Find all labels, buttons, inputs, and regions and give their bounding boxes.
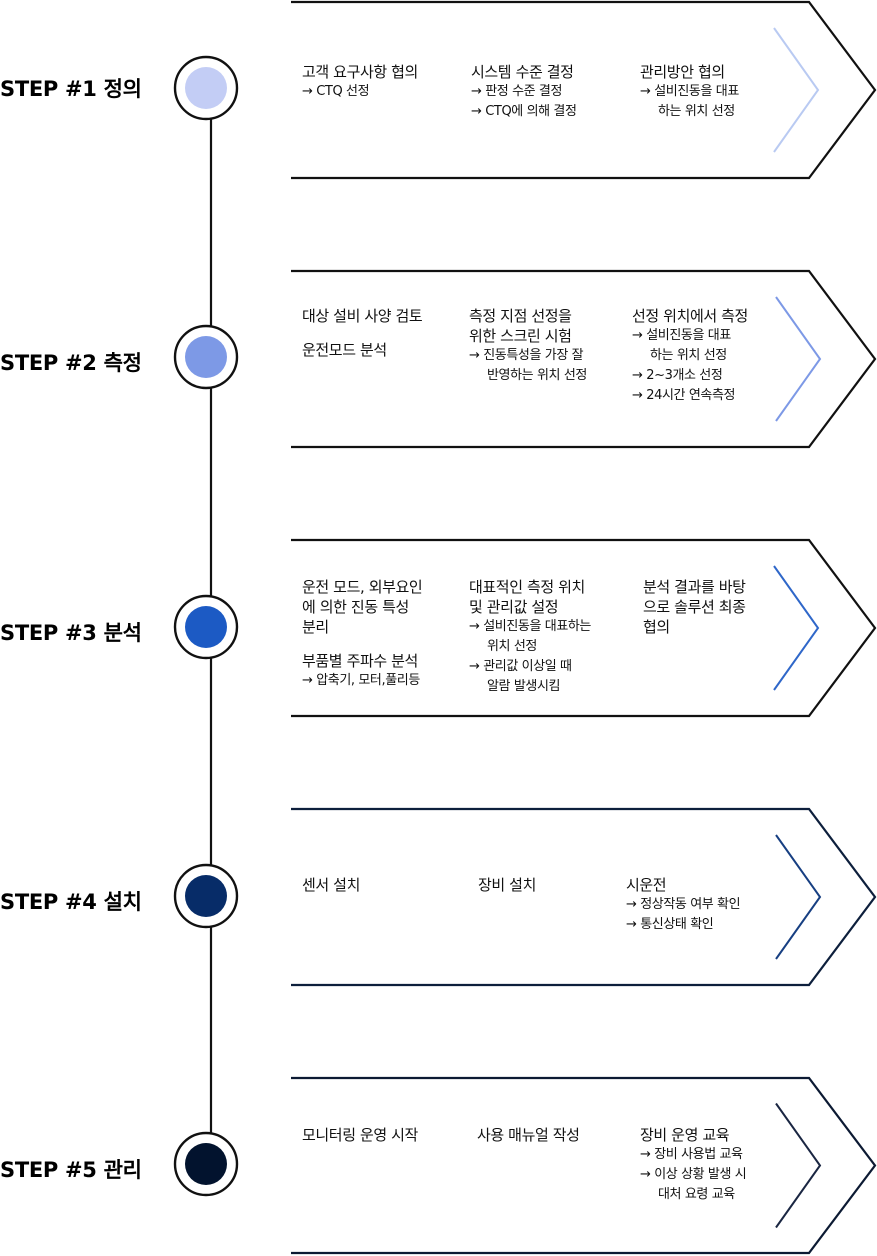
- step-5-col-3-title: 장비 운영 교육: [640, 1126, 730, 1144]
- step-2-col-2-title: 측정 지점 선정을: [469, 307, 572, 325]
- step-3-col-3-title: 으로 솔루션 최종: [643, 598, 746, 616]
- step-3-arrow-frame: [291, 538, 877, 718]
- step-4-node-dot: [185, 875, 227, 917]
- step-3-col-1-title: 운전 모드, 외부요인: [302, 578, 423, 596]
- step-1-chevron-icon: [773, 27, 820, 153]
- step-5-col-1-title: 모니터링 운영 시작: [302, 1126, 418, 1144]
- step-3-col-1-title: 부품별 주파수 분석: [302, 652, 418, 670]
- step-4-column-3: 시운전 → 정상작동 여부 확인 → 통신상태 확인: [626, 875, 741, 935]
- step-4-col-3-detail: → 통신상태 확인: [626, 917, 714, 932]
- step-1-col-2-title: 시스템 수준 결정: [471, 63, 574, 81]
- step-2-col-2-detail: 반영하는 위치 선정: [487, 368, 587, 383]
- step-5-col-3-detail: → 장비 사용법 교육: [640, 1147, 743, 1162]
- step-1-col-1-title: 고객 요구사항 협의: [302, 63, 418, 81]
- step-1-col-3-title: 관리방안 협의: [640, 63, 725, 81]
- step-3-col-2-detail: → 관리값 이상일 때: [469, 659, 572, 674]
- step-4-column-1: 센서 설치: [302, 875, 360, 895]
- step-4-label: STEP #4 설치: [0, 890, 142, 914]
- step-5-col-2-title: 사용 매뉴얼 작성: [477, 1126, 580, 1144]
- step-3-col-2-title: 및 관리값 설정: [469, 598, 559, 616]
- step-5-chevron-icon: [775, 1102, 822, 1229]
- step-3-col-2-detail: 알람 발생시킴: [487, 679, 561, 694]
- step-2-col-3-detail: 하는 위치 선정: [650, 348, 727, 363]
- step-4-col-1-title: 센서 설치: [302, 876, 360, 894]
- step-1-col-2-detail: → CTQ에 의해 결정: [471, 104, 577, 119]
- step-5-label: STEP #5 관리: [0, 1158, 142, 1182]
- step-5-col-3-detail: → 이상 상황 발생 시: [640, 1167, 747, 1182]
- step-2-arrow-frame: [291, 269, 877, 449]
- step-4-col-2-title: 장비 설치: [478, 876, 536, 894]
- step-5-col-3-detail: 대처 요령 교육: [658, 1187, 735, 1202]
- step-1-column-1: 고객 요구사항 협의 → CTQ 선정: [302, 62, 418, 102]
- step-3-col-1-detail: → 압축기, 모터,풀리등: [302, 673, 420, 688]
- step-5-arrow-frame: [291, 1076, 877, 1255]
- step-2-label: STEP #2 측정: [0, 351, 142, 375]
- step-3-col-2-title: 대표적인 측정 위치: [469, 578, 585, 596]
- step-3-col-3-title: 협의: [643, 618, 670, 636]
- step-4-col-3-title: 시운전: [626, 876, 667, 894]
- step-1-col-1-detail: → CTQ 선정: [302, 84, 370, 99]
- step-4-col-3-detail: → 정상작동 여부 확인: [626, 897, 741, 912]
- step-2-node-dot: [185, 336, 227, 378]
- step-3-node-dot: [185, 606, 227, 648]
- step-2-col-2-detail: → 진동특성을 가장 잘: [469, 348, 584, 363]
- step-3-label: STEP #3 분석: [0, 621, 142, 645]
- step-2-col-3-detail: → 24시간 연속측정: [632, 388, 736, 403]
- step-4-column-2: 장비 설치: [478, 875, 536, 895]
- step-2-col-1-title: 대상 설비 사양 검토: [302, 307, 423, 325]
- step-2-col-3-title: 선정 위치에서 측정: [632, 307, 748, 325]
- step-5-node-dot: [185, 1143, 227, 1185]
- step-1-column-2: 시스템 수준 결정 → 판정 수준 결정 → CTQ에 의해 결정: [471, 62, 577, 122]
- step-1-col-2-detail: → 판정 수준 결정: [471, 84, 563, 99]
- step-5-column-2: 사용 매뉴얼 작성: [477, 1125, 580, 1145]
- step-1-label: STEP #1 정의: [0, 77, 142, 101]
- step-3-col-1-title: 분리: [302, 618, 329, 636]
- step-2-chevron-icon: [775, 296, 822, 422]
- step-1-node-dot: [185, 67, 227, 109]
- step-3-col-3-title: 분석 결과를 바탕: [643, 578, 746, 596]
- step-1-arrow-frame: [291, 0, 877, 180]
- step-3-col-2-detail: → 설비진동을 대표하는: [469, 619, 591, 634]
- step-2-col-3-detail: → 설비진동을 대표: [632, 328, 731, 343]
- step-1-col-3-detail: → 설비진동을 대표: [640, 84, 739, 99]
- step-3-chevron-icon: [773, 565, 820, 691]
- step-2-col-1-title: 운전모드 분석: [302, 341, 387, 359]
- step-5-column-1: 모니터링 운영 시작: [302, 1125, 418, 1145]
- step-3-col-2-detail: 위치 선정: [487, 639, 537, 654]
- step-2-col-3-detail: → 2~3개소 선정: [632, 368, 723, 383]
- step-4-chevron-icon: [775, 834, 822, 960]
- step-3-col-1-title: 에 의한 진동 특성: [302, 598, 409, 616]
- step-1-col-3-detail: 하는 위치 선정: [658, 104, 735, 119]
- step-4-arrow-frame: [291, 807, 877, 987]
- step-2-col-2-title: 위한 스크린 시험: [469, 327, 572, 345]
